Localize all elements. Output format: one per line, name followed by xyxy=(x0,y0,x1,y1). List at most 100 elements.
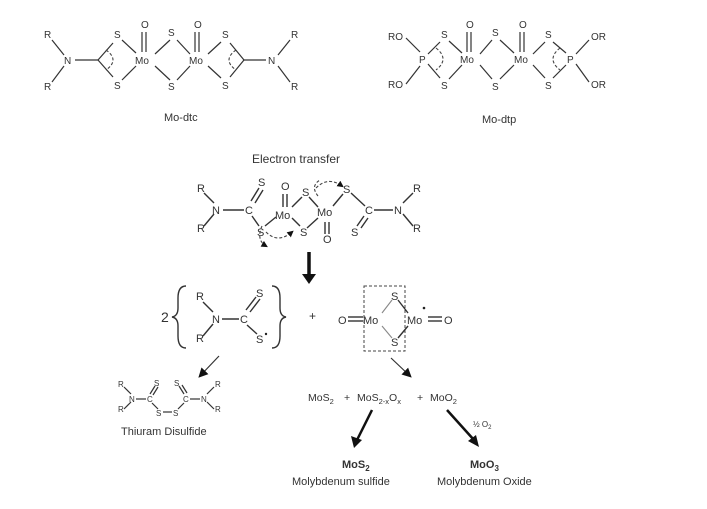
atom-n: N xyxy=(64,56,71,67)
atom-o: O xyxy=(141,20,149,31)
atom-o: O xyxy=(281,181,290,193)
atom-n: N xyxy=(268,56,275,67)
atom-n: N xyxy=(129,395,135,404)
atom-or: OR xyxy=(591,32,606,43)
main-arrowhead xyxy=(302,274,316,284)
atom-n: N xyxy=(394,205,402,217)
atom-mo: Mo xyxy=(514,55,528,66)
atom-mo: Mo xyxy=(135,56,149,67)
mo-dtc-structure: R R N S S Mo O S S Mo O S S N xyxy=(44,20,298,93)
half-o2-label: ½ O2 xyxy=(473,420,492,431)
atom-or: OR xyxy=(591,80,606,91)
atom-r: R xyxy=(196,333,204,345)
atom-p: P xyxy=(567,55,574,66)
atom-s: S xyxy=(300,227,307,239)
atom-s: S xyxy=(168,82,175,93)
atom-s: S xyxy=(441,81,448,92)
atom-p: P xyxy=(419,55,426,66)
mos2-final: MoS2 xyxy=(342,459,370,473)
atom-s: S xyxy=(391,337,398,349)
plus-sign: + xyxy=(417,392,423,404)
atom-o: O xyxy=(444,315,453,327)
atom-o: O xyxy=(323,234,332,246)
right-brace xyxy=(271,285,287,349)
arrow-to-mos2 xyxy=(355,409,374,441)
atom-c: C xyxy=(245,205,253,217)
atom-r: R xyxy=(197,223,205,235)
atom-r: R xyxy=(291,82,298,93)
atom-s: S xyxy=(114,81,121,92)
atom-s: S xyxy=(256,288,263,300)
molybdenum-oxide-label: Molybdenum Oxide xyxy=(437,476,532,488)
moo3-final: MoO3 xyxy=(470,459,499,473)
plus-sign: + xyxy=(309,309,316,323)
arrowhead-mos2 xyxy=(351,436,362,448)
electron-transfer-label: Electron transfer xyxy=(252,152,340,166)
atom-s: S xyxy=(258,177,265,189)
atom-ro: RO xyxy=(388,32,403,43)
atom-o: O xyxy=(519,20,527,31)
atom-c: C xyxy=(240,314,248,326)
atom-c: C xyxy=(147,395,153,404)
arrow-to-thiuram xyxy=(198,355,220,378)
atom-r: R xyxy=(291,30,298,41)
atom-n: N xyxy=(212,314,220,326)
atom-s: S xyxy=(168,28,175,39)
atom-s: S xyxy=(492,82,499,93)
atom-mo: Mo xyxy=(317,207,332,219)
atom-r: R xyxy=(44,30,51,41)
thiuram-disulfide-structure: R R N C S S S C S N R R xyxy=(118,379,221,418)
atom-n: N xyxy=(212,205,220,217)
atom-s: S xyxy=(257,227,264,239)
atom-s: S xyxy=(302,187,309,199)
atom-s: S xyxy=(222,81,229,92)
atom-s: S xyxy=(351,227,358,239)
atom-r: R xyxy=(413,223,421,235)
dithiocarbamate-radical: R R N C S S xyxy=(196,288,268,346)
intermediate-products: MoS2 + MoS2-xOx + MoO2 xyxy=(308,392,457,406)
atom-s: S xyxy=(391,291,398,303)
atom-ro: RO xyxy=(388,80,403,91)
mo-oxo-dimer: O Mo S S Mo O xyxy=(338,285,453,352)
mo-dtp-label: Mo-dtp xyxy=(482,114,516,126)
coefficient-two: 2 xyxy=(161,309,169,325)
atom-s: S xyxy=(441,30,448,41)
atom-mo: Mo xyxy=(407,315,422,327)
atom-s: S xyxy=(174,379,179,388)
atom-o: O xyxy=(194,20,202,31)
atom-r: R xyxy=(44,82,51,93)
atom-r: R xyxy=(197,183,205,195)
arrow-to-moo3 xyxy=(446,409,475,441)
atom-mo: Mo xyxy=(460,55,474,66)
atom-s: S xyxy=(545,30,552,41)
atom-r: R xyxy=(196,291,204,303)
atom-r: R xyxy=(215,380,221,389)
atom-n: N xyxy=(201,395,207,404)
atom-s: S xyxy=(222,30,229,41)
atom-c: C xyxy=(183,395,189,404)
atom-mo: Mo xyxy=(275,210,290,222)
atom-mo: Mo xyxy=(363,315,378,327)
atom-s: S xyxy=(156,409,161,418)
atom-r: R xyxy=(118,380,124,389)
thiuram-disulfide-label: Thiuram Disulfide xyxy=(121,426,207,438)
atom-s: S xyxy=(154,379,159,388)
atom-s: S xyxy=(173,409,178,418)
atom-r: R xyxy=(118,405,124,414)
molybdenum-sulfide-label: Molybdenum sulfide xyxy=(292,476,390,488)
plus-sign: + xyxy=(344,392,350,404)
atom-c: C xyxy=(365,205,373,217)
atom-r: R xyxy=(413,183,421,195)
atom-s: S xyxy=(114,30,121,41)
electron-transfer-structure: R R N C S S Mo O S S Mo O S C S N xyxy=(197,177,421,248)
mo-dtp-structure: RO RO P S S Mo O S S Mo O S S P OR xyxy=(388,20,606,93)
left-brace xyxy=(171,285,187,349)
atom-r: R xyxy=(215,405,221,414)
arrow-to-products xyxy=(390,357,412,378)
product-mos2: MoS2 xyxy=(308,392,334,406)
atom-mo: Mo xyxy=(189,56,203,67)
arrowhead-moo3 xyxy=(468,435,479,447)
atom-s: S xyxy=(492,28,499,39)
